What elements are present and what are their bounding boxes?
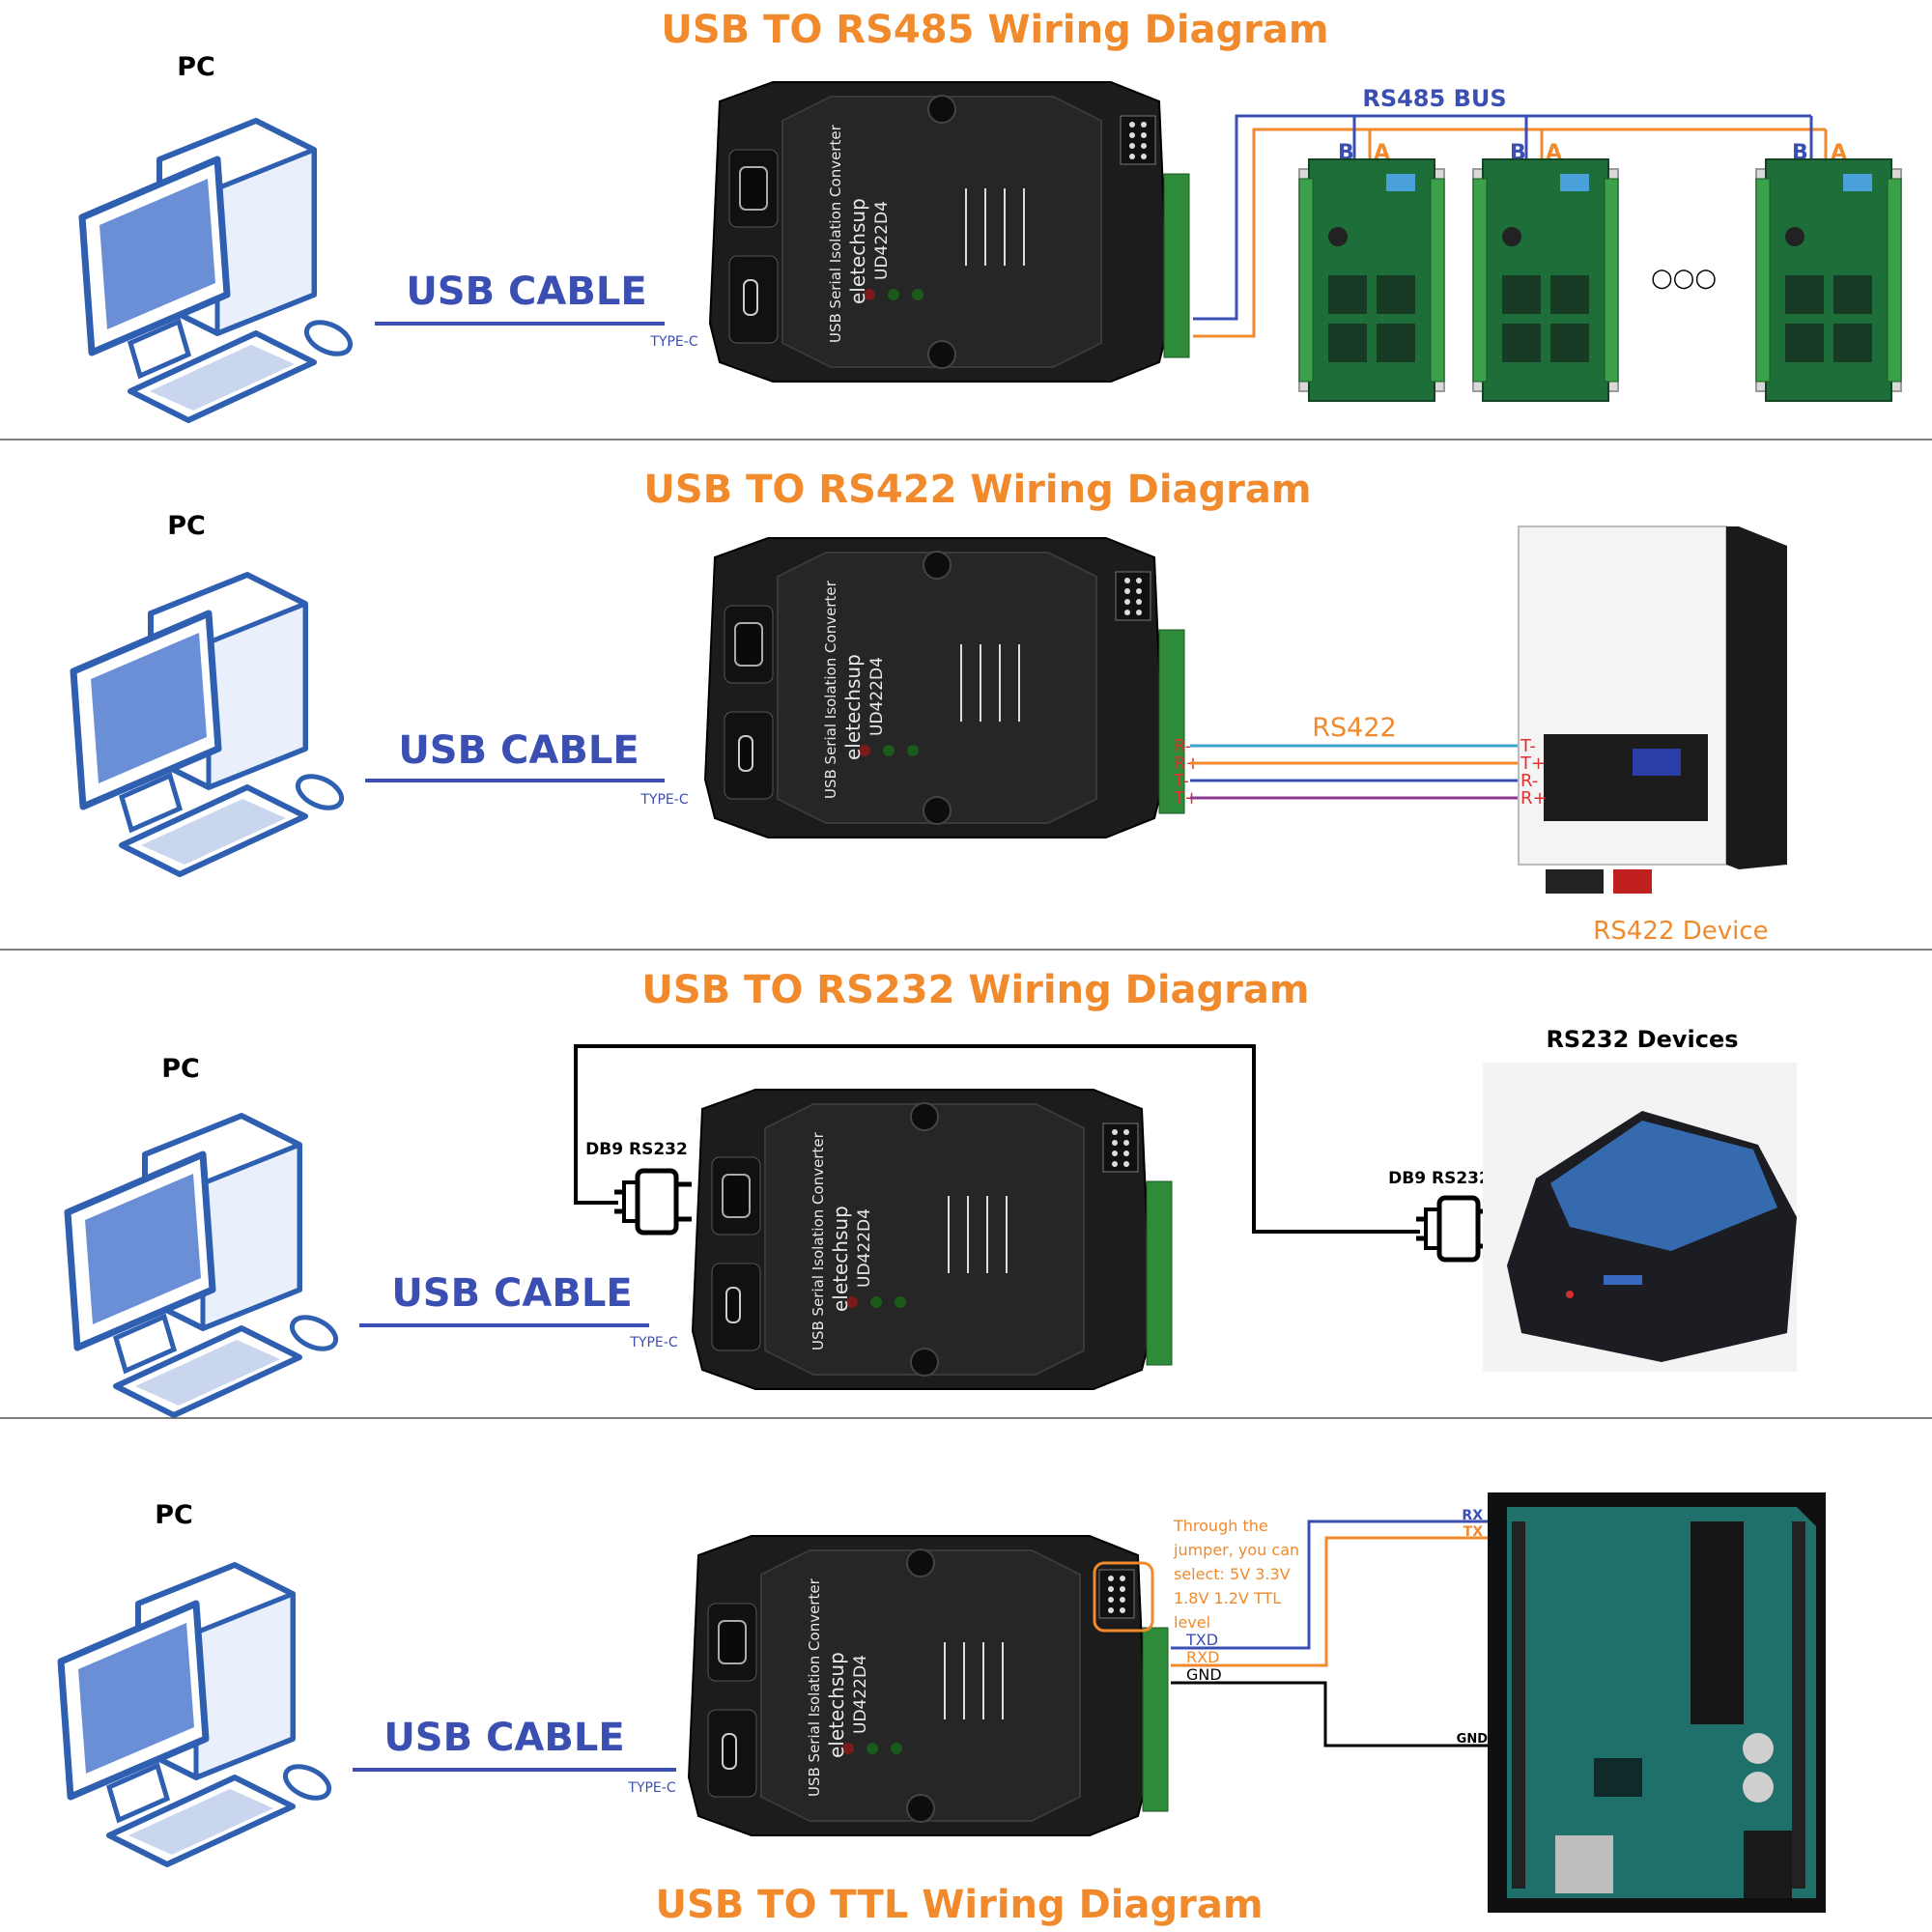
pin-gnd-label: GND — [1186, 1665, 1222, 1684]
converter-device — [692, 1089, 1173, 1390]
jumper-note-line: select: 5V 3.3V — [1174, 1565, 1291, 1583]
jumper-note-line: Through the — [1173, 1517, 1268, 1535]
pc-label: PC — [167, 511, 206, 541]
converter-device — [704, 537, 1185, 838]
converter-model: UD422D4 — [851, 1655, 870, 1734]
converter-pin-label: T+ — [1173, 788, 1199, 809]
converter-labels: USB Serial Isolation Converter eletechsu… — [822, 580, 887, 799]
converter-pin-label: R+ — [1174, 753, 1201, 774]
converter-model: UD422D4 — [855, 1208, 874, 1288]
usb-cable-label: USB CABLE — [391, 1271, 632, 1316]
section-rs422: USB TO RS422 Wiring Diagram PC USB CABLE… — [0, 468, 1932, 951]
type-c-label: TYPE-C — [639, 792, 688, 808]
device-pin-label: R+ — [1520, 788, 1548, 809]
section-title: USB TO TTL Wiring Diagram — [655, 1883, 1263, 1927]
bus-wire-a — [1193, 128, 1826, 338]
rs232-cable — [574, 1044, 1420, 1234]
usb-cable-label: USB CABLE — [398, 728, 639, 773]
bus-label: RS485 BUS — [1362, 85, 1506, 112]
rs422-device-label: RS422 Device — [1593, 917, 1768, 946]
jumper-note-line: jumper, you can — [1173, 1541, 1299, 1559]
pc-label: PC — [161, 1054, 200, 1084]
rs422-link-label: RS422 — [1312, 713, 1396, 743]
converter-pin-label: T- — [1173, 771, 1189, 791]
converter-line1: USB Serial Isolation Converter — [822, 580, 839, 799]
converter-line1: USB Serial Isolation Converter — [806, 1577, 823, 1797]
converter-line1: USB Serial Isolation Converter — [810, 1131, 827, 1350]
jumper-note-line: level — [1174, 1613, 1210, 1632]
converter-brand: eletechsup — [846, 198, 869, 304]
pc-computer-icon — [68, 1116, 341, 1415]
pin-rxd-label: RXD — [1186, 1648, 1219, 1666]
type-c-label: TYPE-C — [627, 1780, 675, 1796]
converter-device — [688, 1535, 1169, 1836]
section-ttl: PC USB CABLE TYPE-C USB Serial Isolation… — [61, 1492, 1826, 1927]
vout-jumper-highlight — [1093, 1561, 1154, 1633]
board-gnd-label: GND — [1457, 1732, 1489, 1747]
converter-model: UD422D4 — [872, 201, 892, 280]
board-rx-label: RX — [1462, 1508, 1483, 1523]
db9-connector-icon — [1416, 1198, 1493, 1260]
board-tx-label: TX — [1463, 1524, 1484, 1540]
db9-left-label: DB9 RS232 — [585, 1140, 688, 1159]
section-title: USB TO RS485 Wiring Diagram — [661, 8, 1328, 52]
usb-cable-label: USB CABLE — [384, 1716, 624, 1760]
converter-line1: USB Serial Isolation Converter — [827, 124, 844, 343]
ellipsis-more-devices: ○○○ — [1651, 264, 1717, 293]
pin-txd-label: TXD — [1185, 1631, 1218, 1649]
type-c-label: TYPE-C — [649, 334, 697, 350]
device-pin-label: T+ — [1520, 753, 1546, 774]
relay-board-module — [1755, 158, 1902, 402]
usb-cable-label: USB CABLE — [406, 270, 646, 314]
wire-gnd — [1171, 1681, 1507, 1747]
bus-wire-b — [1193, 114, 1811, 321]
converter-brand: eletechsup — [829, 1206, 852, 1312]
db9-connector-icon — [614, 1171, 692, 1233]
converter-model: UD422D4 — [867, 657, 887, 736]
receipt-printer-image — [1483, 1063, 1797, 1372]
pc-computer-icon — [73, 575, 347, 874]
pc-label: PC — [177, 52, 215, 82]
rs232-devices-title: RS232 Devices — [1546, 1026, 1738, 1053]
jumper-note-line: 1.8V 1.2V TTL — [1174, 1589, 1281, 1607]
pc-computer-icon — [61, 1565, 334, 1864]
db9-right-label: DB9 RS232 — [1388, 1169, 1491, 1188]
converter-labels: USB Serial Isolation Converter eletechsu… — [810, 1131, 874, 1350]
pc-computer-icon — [82, 121, 355, 420]
pc-label: PC — [155, 1500, 193, 1530]
section-title: USB TO RS232 Wiring Diagram — [641, 968, 1309, 1012]
device-pin-label: R- — [1520, 771, 1538, 791]
converter-brand: eletechsup — [825, 1652, 848, 1758]
wire-txd-to-rx — [1171, 1520, 1507, 1650]
device-pin-label: T- — [1520, 736, 1536, 756]
converter-pin-label: R- — [1174, 736, 1191, 756]
relay-board-module — [1298, 158, 1445, 402]
converter-device — [709, 81, 1190, 383]
converter-labels: USB Serial Isolation Converter eletechsu… — [827, 124, 892, 343]
section-rs232: USB TO RS232 Wiring Diagram PC USB CABLE… — [0, 968, 1932, 1419]
converter-brand: eletechsup — [841, 654, 865, 760]
section-title: USB TO RS422 Wiring Diagram — [643, 468, 1311, 512]
relay-board-module — [1472, 158, 1619, 402]
rs422-device-image — [1518, 526, 1787, 894]
section-rs485: USB TO RS485 Wiring Diagram PC USB CABLE… — [0, 8, 1932, 440]
type-c-label: TYPE-C — [629, 1335, 677, 1350]
converter-labels: USB Serial Isolation Converter eletechsu… — [806, 1577, 870, 1797]
wire-rxd-to-tx — [1171, 1536, 1507, 1667]
arduino-board-image — [1488, 1492, 1826, 1913]
